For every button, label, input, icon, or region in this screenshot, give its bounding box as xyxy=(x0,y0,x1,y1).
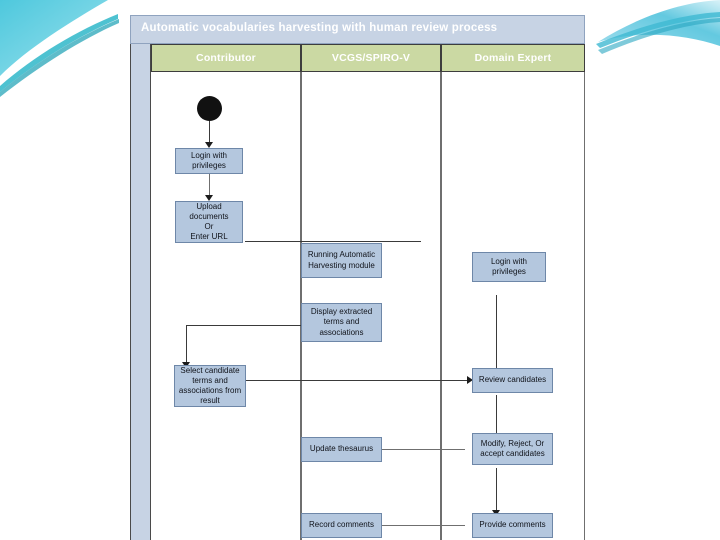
lane-header-vcgs-spiro-v: VCGS/SPIRO-V xyxy=(301,44,441,72)
start-node[interactable] xyxy=(197,96,222,121)
corner-swoosh-top-right-icon xyxy=(596,0,720,54)
node-label-line: associations from xyxy=(178,386,242,395)
connector-review-to-modify xyxy=(496,395,497,435)
node-label-line: privileges xyxy=(192,161,226,170)
connector-modify-to-update xyxy=(353,449,465,450)
node-label-line: Record comments xyxy=(309,520,374,530)
lane-body-contributor xyxy=(151,72,301,540)
connector-display-to-select-h xyxy=(186,325,311,326)
connector-display-to-select-v xyxy=(186,325,187,365)
node-label-line: terms and xyxy=(323,317,360,327)
node-label-line: privileges xyxy=(492,267,526,276)
node-label-line: Update thesaurus xyxy=(309,444,374,454)
node-label-line: terms and xyxy=(192,375,228,385)
page-title: Automatic vocabularies harvesting with h… xyxy=(141,22,498,34)
connector-provide-to-record xyxy=(353,525,465,526)
connector-upload-to-harvest xyxy=(245,241,421,242)
node-label-line: Enter URL xyxy=(190,232,228,242)
node-label-line: Login with xyxy=(490,256,528,266)
node-label-line: documents xyxy=(189,211,229,221)
node-running-automatic-harvesting-module[interactable]: Running Automatic Harvesting module xyxy=(301,243,382,278)
node-modify-reject-accept-candidates[interactable]: Modify, Reject, Or accept candidates xyxy=(472,433,553,465)
connector-start-to-login xyxy=(209,120,210,144)
node-display-extracted-terms[interactable]: Display extracted terms and associations xyxy=(301,303,382,342)
lane-body-domain-expert xyxy=(441,72,585,540)
node-label-line: Or xyxy=(204,222,214,231)
corner-swoosh-top-left-icon xyxy=(0,0,119,97)
lane-header-label: Domain Expert xyxy=(474,52,552,64)
arrowhead-icon xyxy=(205,195,213,201)
node-provide-comments[interactable]: Provide comments xyxy=(472,513,553,538)
connector-select-to-review xyxy=(246,380,469,381)
node-label-line: accept candidates xyxy=(480,449,545,458)
node-label-line: Login with xyxy=(190,150,228,160)
node-record-comments[interactable]: Record comments xyxy=(301,513,382,538)
arrowhead-icon xyxy=(205,142,213,148)
connector-login-to-upload xyxy=(209,173,210,197)
node-update-thesaurus[interactable]: Update thesaurus xyxy=(301,437,382,462)
lane-header-label: VCGS/SPIRO-V xyxy=(331,52,411,64)
arrowhead-icon xyxy=(467,376,473,384)
node-login-with-privileges-expert[interactable]: Login with privileges xyxy=(472,252,546,282)
node-upload-documents-or-enter-url[interactable]: Upload documents Or Enter URL xyxy=(175,201,243,243)
lane-header-contributor: Contributor xyxy=(151,44,301,72)
lane-header-domain-expert: Domain Expert xyxy=(441,44,585,72)
node-label-line: associations xyxy=(319,327,364,337)
node-label-line: Harvesting module xyxy=(308,260,375,270)
node-label-line: Provide comments xyxy=(479,520,546,530)
node-label-line: Modify, Reject, Or xyxy=(480,438,545,448)
connector-modify-to-provide xyxy=(496,468,497,513)
node-label-line: Review candidates xyxy=(478,375,547,385)
node-review-candidates[interactable]: Review candidates xyxy=(472,368,553,393)
left-gutter-column xyxy=(131,44,151,540)
activity-diagram: Automatic vocabularies harvesting with h… xyxy=(130,15,585,540)
node-label-line: result xyxy=(200,396,220,406)
node-login-with-privileges-contributor[interactable]: Login with privileges xyxy=(175,148,243,174)
node-label-line: Display extracted xyxy=(310,307,373,317)
node-select-candidate-terms[interactable]: Select candidate terms and associations … xyxy=(174,365,246,407)
diagram-title-bar: Automatic vocabularies harvesting with h… xyxy=(130,15,585,44)
connector-expertlogin-to-review xyxy=(496,295,497,370)
swimlane-grid: Contributor VCGS/SPIRO-V Domain Expert xyxy=(130,44,585,540)
node-label-line: Select candidate xyxy=(180,365,240,375)
lane-header-label: Contributor xyxy=(196,52,256,64)
node-label-line: Running Automatic xyxy=(307,250,376,260)
node-label-line: Upload xyxy=(196,201,222,211)
